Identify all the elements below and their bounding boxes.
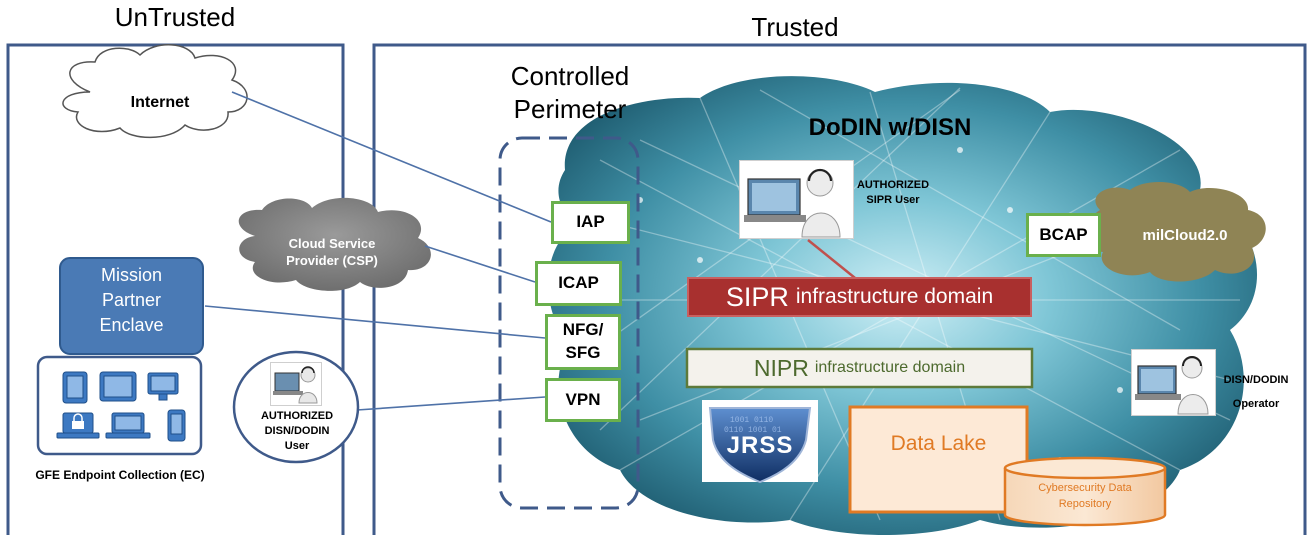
trusted-title: Trusted — [751, 12, 839, 42]
nfg-line-2: SFG — [565, 343, 601, 362]
mission-line-2: Partner — [101, 290, 162, 311]
dodin-label: DoDIN w/DISN — [808, 114, 972, 141]
svg-text:0110 1001 01: 0110 1001 01 — [724, 426, 782, 435]
mission-partner-box — [59, 257, 204, 355]
vpn-box: VPN — [545, 378, 621, 422]
bcap-box: BCAP — [1026, 213, 1101, 257]
mission-line-1: Mission — [100, 265, 162, 285]
csp-icap-line — [424, 245, 536, 283]
operator-label: DISN/DODIN Operator — [1210, 368, 1302, 416]
operator-line-2: Operator — [1232, 398, 1280, 411]
csp-cloud — [238, 197, 431, 291]
sipr-user-line-1: AUTHORIZED — [856, 179, 930, 191]
sipr-small-text: infrastructure domain — [795, 285, 994, 308]
sipr-big-text: SIPR — [725, 281, 789, 312]
perimeter-line-1: Controlled — [510, 61, 630, 91]
nipr-domain-bar — [685, 347, 1034, 389]
repository-cylinder — [1003, 456, 1167, 527]
nipr-small-text: infrastructure domain — [814, 359, 966, 376]
repository-label: Cybersecurity Data Repository — [1005, 481, 1165, 513]
perimeter-line-2: Perimeter — [513, 93, 627, 124]
internet-label: Internet — [130, 94, 190, 111]
operator-photo — [1131, 349, 1216, 416]
data-lake-box — [848, 405, 1029, 514]
svg-text:1001 0110: 1001 0110 — [730, 416, 773, 425]
icap-box: ICAP — [535, 261, 622, 306]
disn-user-label: AUTHORIZED DISN/DODIN User — [250, 409, 344, 454]
disn-user-line-2: DISN/DODIN — [264, 424, 330, 437]
trusted-frame — [372, 43, 1307, 535]
csp-line-1: Cloud Service — [288, 236, 376, 251]
untrusted-title: UnTrusted — [114, 2, 236, 32]
nfg-sfg-box: NFG/ SFG — [545, 314, 621, 370]
internet-iap-line — [231, 91, 552, 223]
mission-partner-label: Mission Partner Enclave — [60, 263, 203, 339]
sipr-domain-label: SIPR infrastructure domain — [688, 278, 1031, 316]
sipr-user-line-2: SIPR User — [866, 193, 920, 206]
repository-line-1: Cybersecurity Data — [1038, 482, 1132, 494]
sipr-user-label: AUTHORIZED SIPR User — [838, 178, 948, 208]
internet-cloud — [62, 44, 248, 139]
disn-user-photo — [270, 362, 322, 406]
sipr-domain-bar — [687, 277, 1032, 317]
nfg-line-1: NFG/ — [562, 320, 604, 340]
jrss-label: JRSS — [726, 432, 794, 459]
gfe-label: GFE Endpoint Collection (EC) — [35, 468, 205, 482]
milcloud-cloud — [1085, 181, 1266, 282]
jrss-shield-icon — [708, 407, 812, 484]
nipr-domain-label: NIPR infrastructure domain — [687, 349, 1032, 387]
authorized-user-ellipse — [232, 350, 360, 464]
controlled-perimeter-title: Controlled Perimeter — [470, 60, 670, 125]
data-lake-label: Data Lake — [890, 432, 987, 455]
disn-user-line-3: User — [284, 439, 310, 452]
nipr-big-text: NIPR — [753, 354, 809, 381]
repository-line-2: Repository — [1058, 497, 1112, 510]
mission-nfg-line — [204, 305, 546, 339]
disn-user-line-1: AUTHORIZED — [260, 410, 334, 422]
csp-label: Cloud Service Provider (CSP) — [262, 236, 402, 270]
iap-box: IAP — [551, 201, 630, 244]
operator-line-1: DISN/DODIN — [1223, 374, 1289, 386]
sipr-user-photo — [739, 160, 854, 239]
csp-line-2: Provider (CSP) — [286, 252, 378, 268]
sipr-user-line — [807, 239, 861, 283]
mission-line-3: Enclave — [99, 315, 164, 336]
milcloud-label: milCloud2.0 — [1142, 227, 1228, 244]
device-icons — [56, 371, 186, 442]
user-vpn-line — [356, 396, 546, 411]
